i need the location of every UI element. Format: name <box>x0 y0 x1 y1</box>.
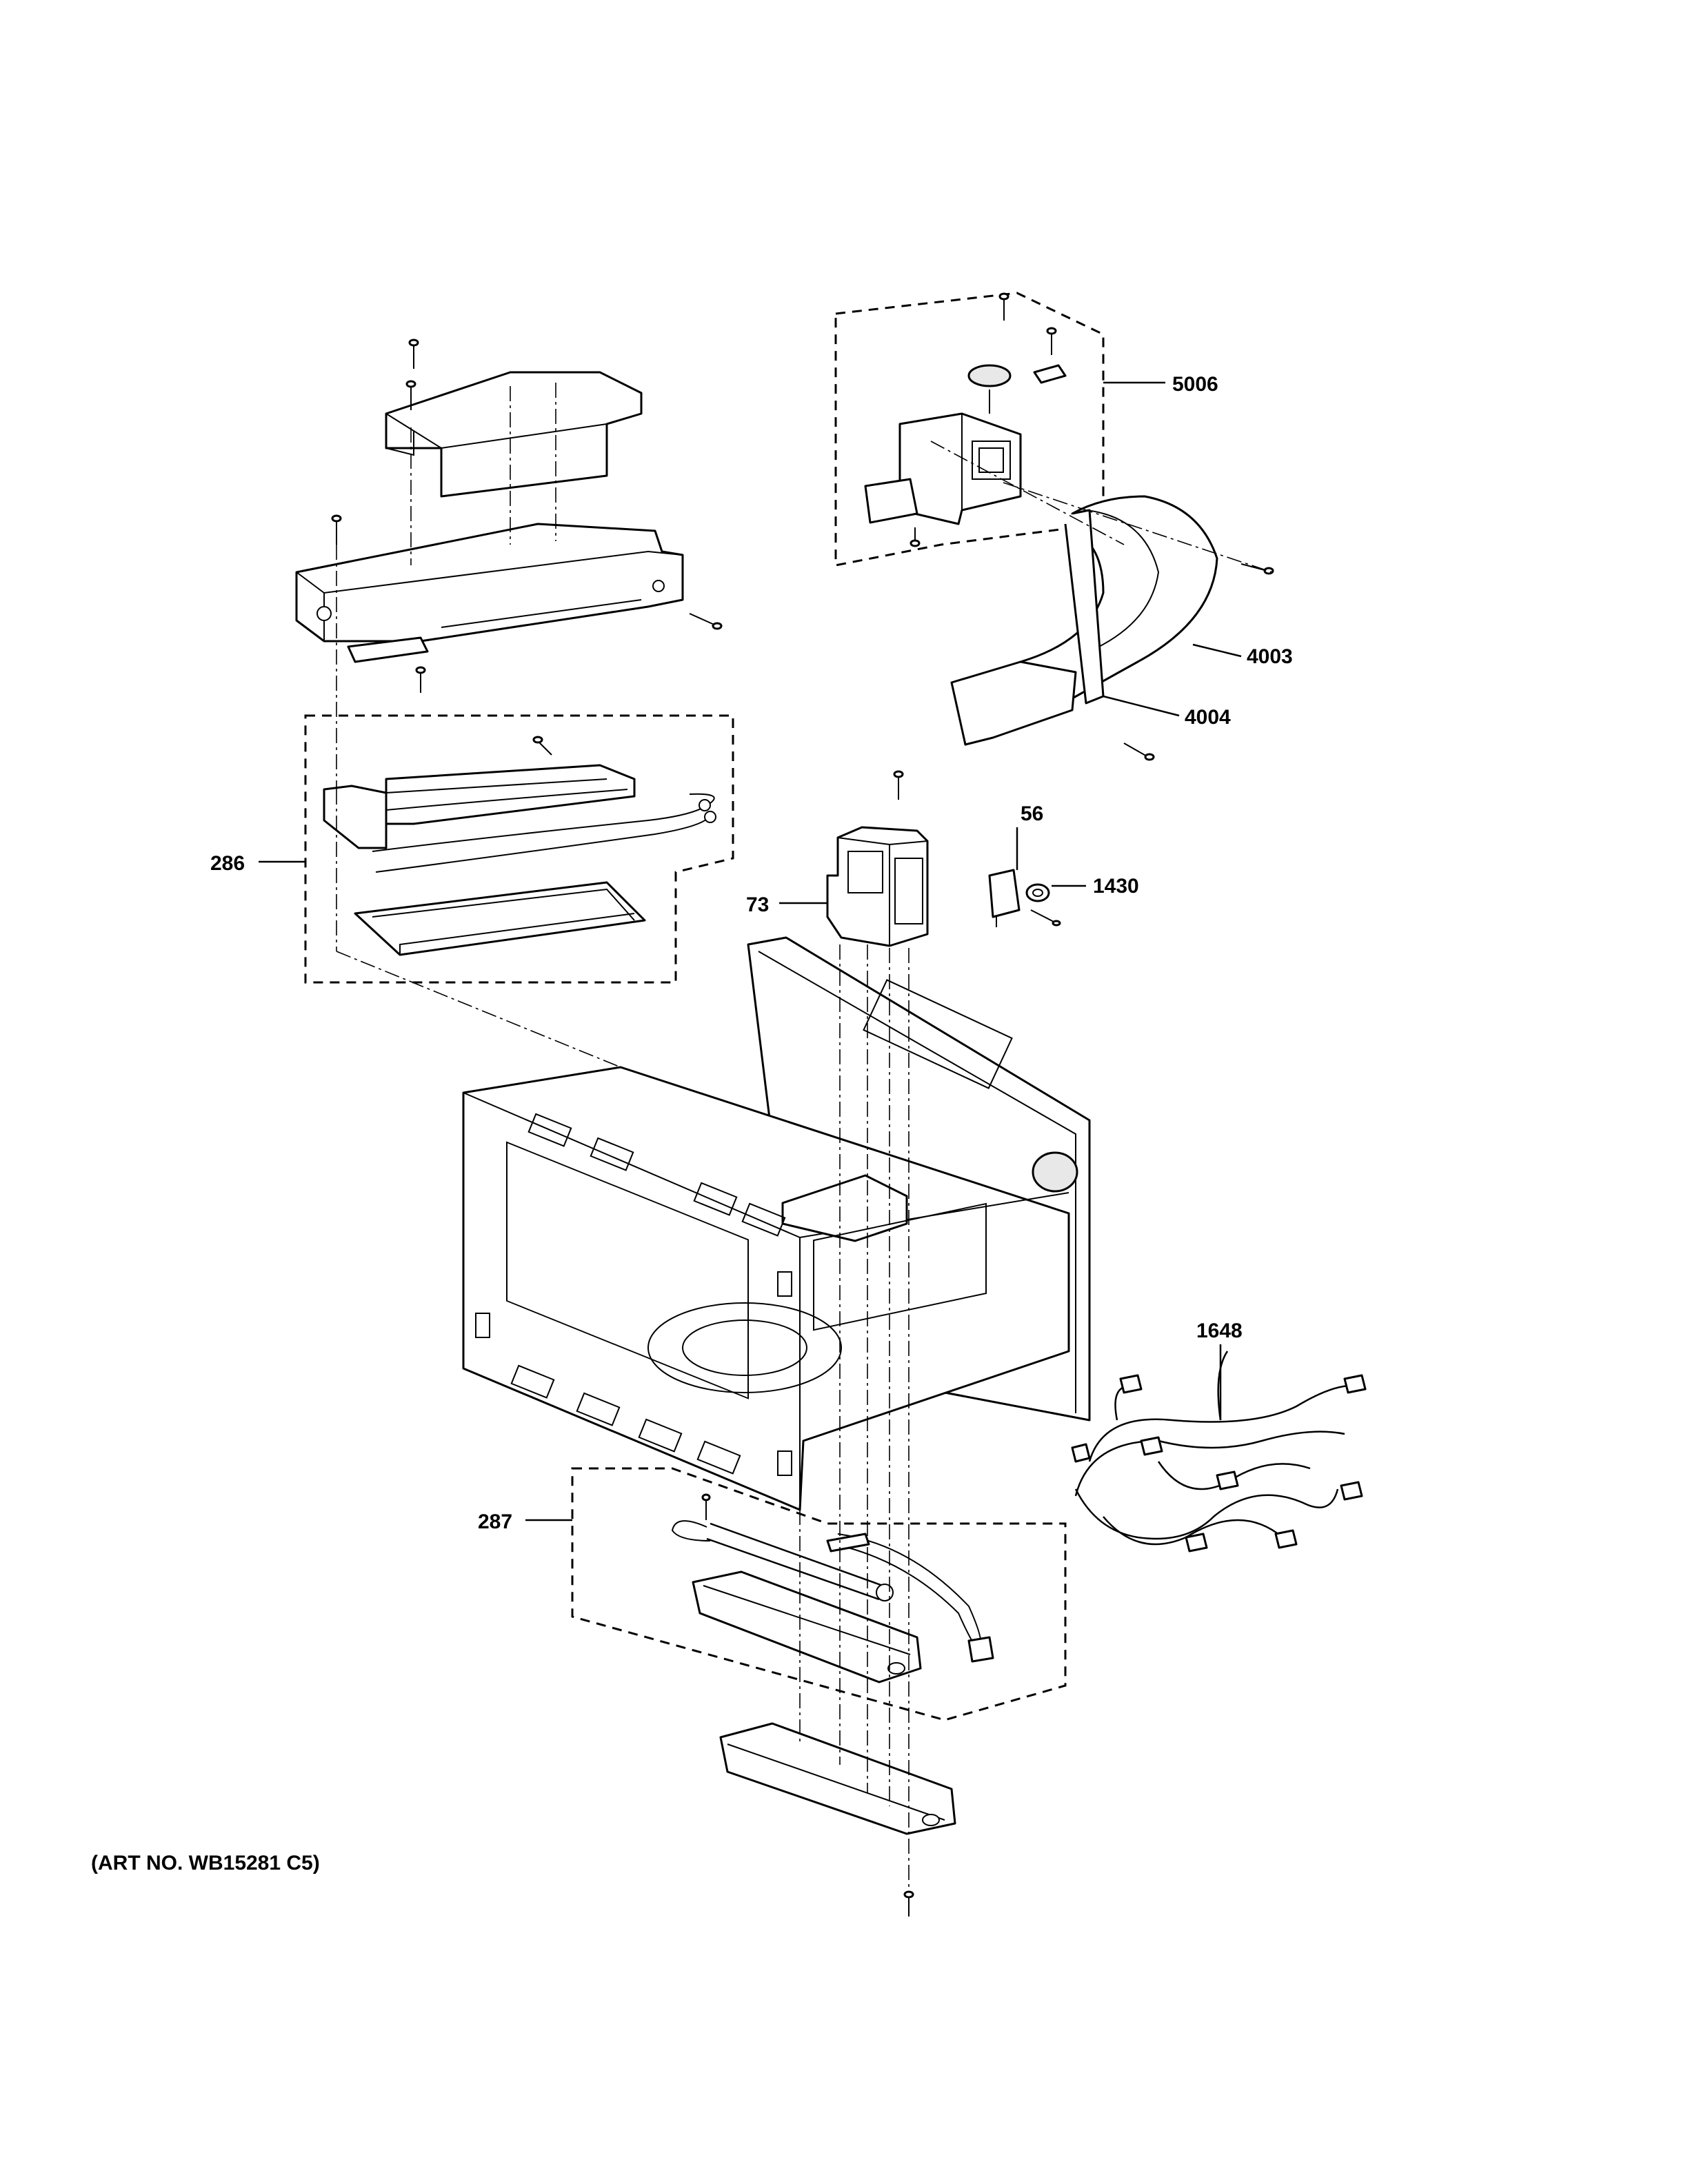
oven-cavity <box>462 1066 1070 1511</box>
screw-top-1 <box>408 338 419 369</box>
upper-cover-bracket <box>385 371 643 498</box>
heater-housing <box>295 523 684 643</box>
screw-housing-right <box>689 613 723 630</box>
callout-287: 287 <box>478 1510 512 1533</box>
wire-harness <box>1071 1351 1367 1553</box>
lower-heater-assembly <box>671 1520 994 1684</box>
thermal-cutout-1430 <box>1025 883 1050 902</box>
heater-element-assembly <box>323 764 716 956</box>
callout-1430: 1430 <box>1093 875 1139 898</box>
thermostat-bracket-56 <box>988 869 1021 927</box>
callout-73: 73 <box>746 893 769 916</box>
alignment-lines <box>336 383 1273 1892</box>
screw-5006-b <box>1046 327 1057 355</box>
damper-motor-assembly <box>864 364 1067 525</box>
screw-top-2 <box>405 380 416 410</box>
screw-housing-left <box>331 514 342 545</box>
screw-5006-c <box>910 527 921 547</box>
screw-bottom <box>903 1890 914 1917</box>
screw-duct-bottom <box>1123 742 1155 761</box>
screw-286 <box>532 736 552 756</box>
magnetron <box>826 826 929 947</box>
screw-small-bracket <box>415 666 426 693</box>
callout-5006: 5006 <box>1172 373 1218 396</box>
callout-56: 56 <box>1021 802 1043 825</box>
small-bracket <box>347 636 429 663</box>
screw-56 <box>1030 909 1061 927</box>
group-287-outline <box>571 1467 1067 1721</box>
callout-4003: 4003 <box>1247 645 1293 668</box>
bottom-cover <box>719 1722 956 1835</box>
air-duct-4003 <box>950 495 1218 746</box>
callout-4004: 4004 <box>1185 706 1231 729</box>
screw-duct-top <box>1240 563 1274 575</box>
screw-287 <box>701 1493 711 1520</box>
art-number: (ART NO. WB15281 C5) <box>91 1852 320 1874</box>
callout-leaders <box>259 381 1242 1521</box>
screw-magnetron <box>893 770 904 800</box>
screw-5006-a <box>998 292 1009 321</box>
callout-1648: 1648 <box>1196 1320 1243 1342</box>
group-286-outline <box>304 714 734 984</box>
callout-286: 286 <box>210 852 245 875</box>
